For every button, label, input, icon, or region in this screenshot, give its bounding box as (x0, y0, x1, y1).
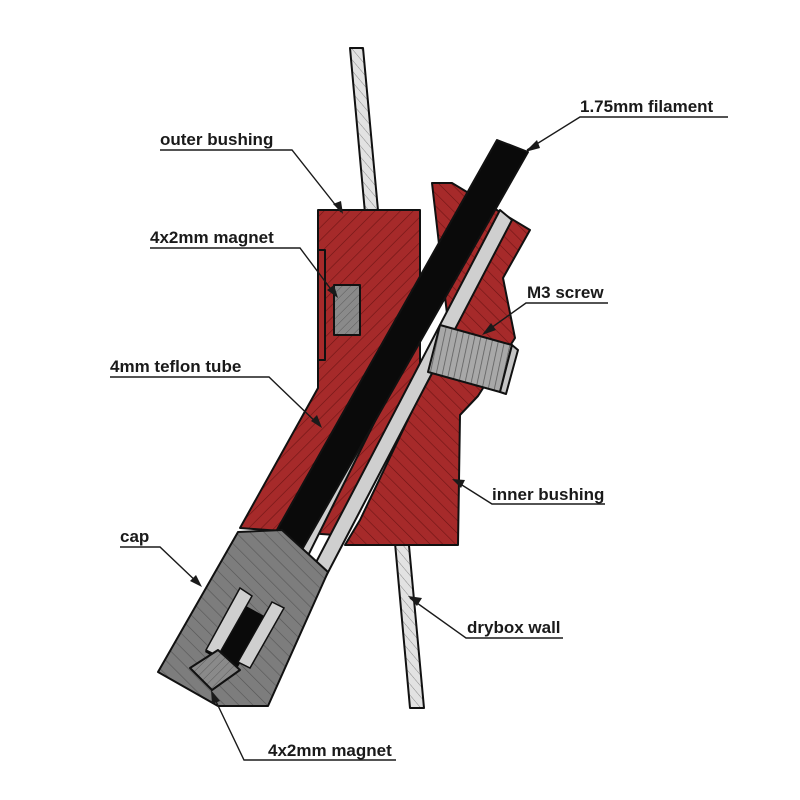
magnet-top (333, 284, 361, 336)
label-teflon-tube: 4mm teflon tube (110, 357, 241, 376)
label-magnet-bottom: 4x2mm magnet (268, 741, 392, 760)
label-filament: 1.75mm filament (580, 97, 714, 116)
magnet-bottom (189, 649, 241, 691)
label-m3-screw: M3 screw (527, 283, 604, 302)
cap (157, 529, 329, 707)
m3-screw (427, 324, 519, 395)
label-cap: cap (120, 527, 149, 546)
label-outer-bushing: outer bushing (160, 130, 273, 149)
label-inner-bushing: inner bushing (492, 485, 604, 504)
leader-lines (110, 116, 728, 761)
label-magnet-top: 4x2mm magnet (150, 228, 274, 247)
label-drybox-wall: drybox wall (467, 618, 561, 637)
